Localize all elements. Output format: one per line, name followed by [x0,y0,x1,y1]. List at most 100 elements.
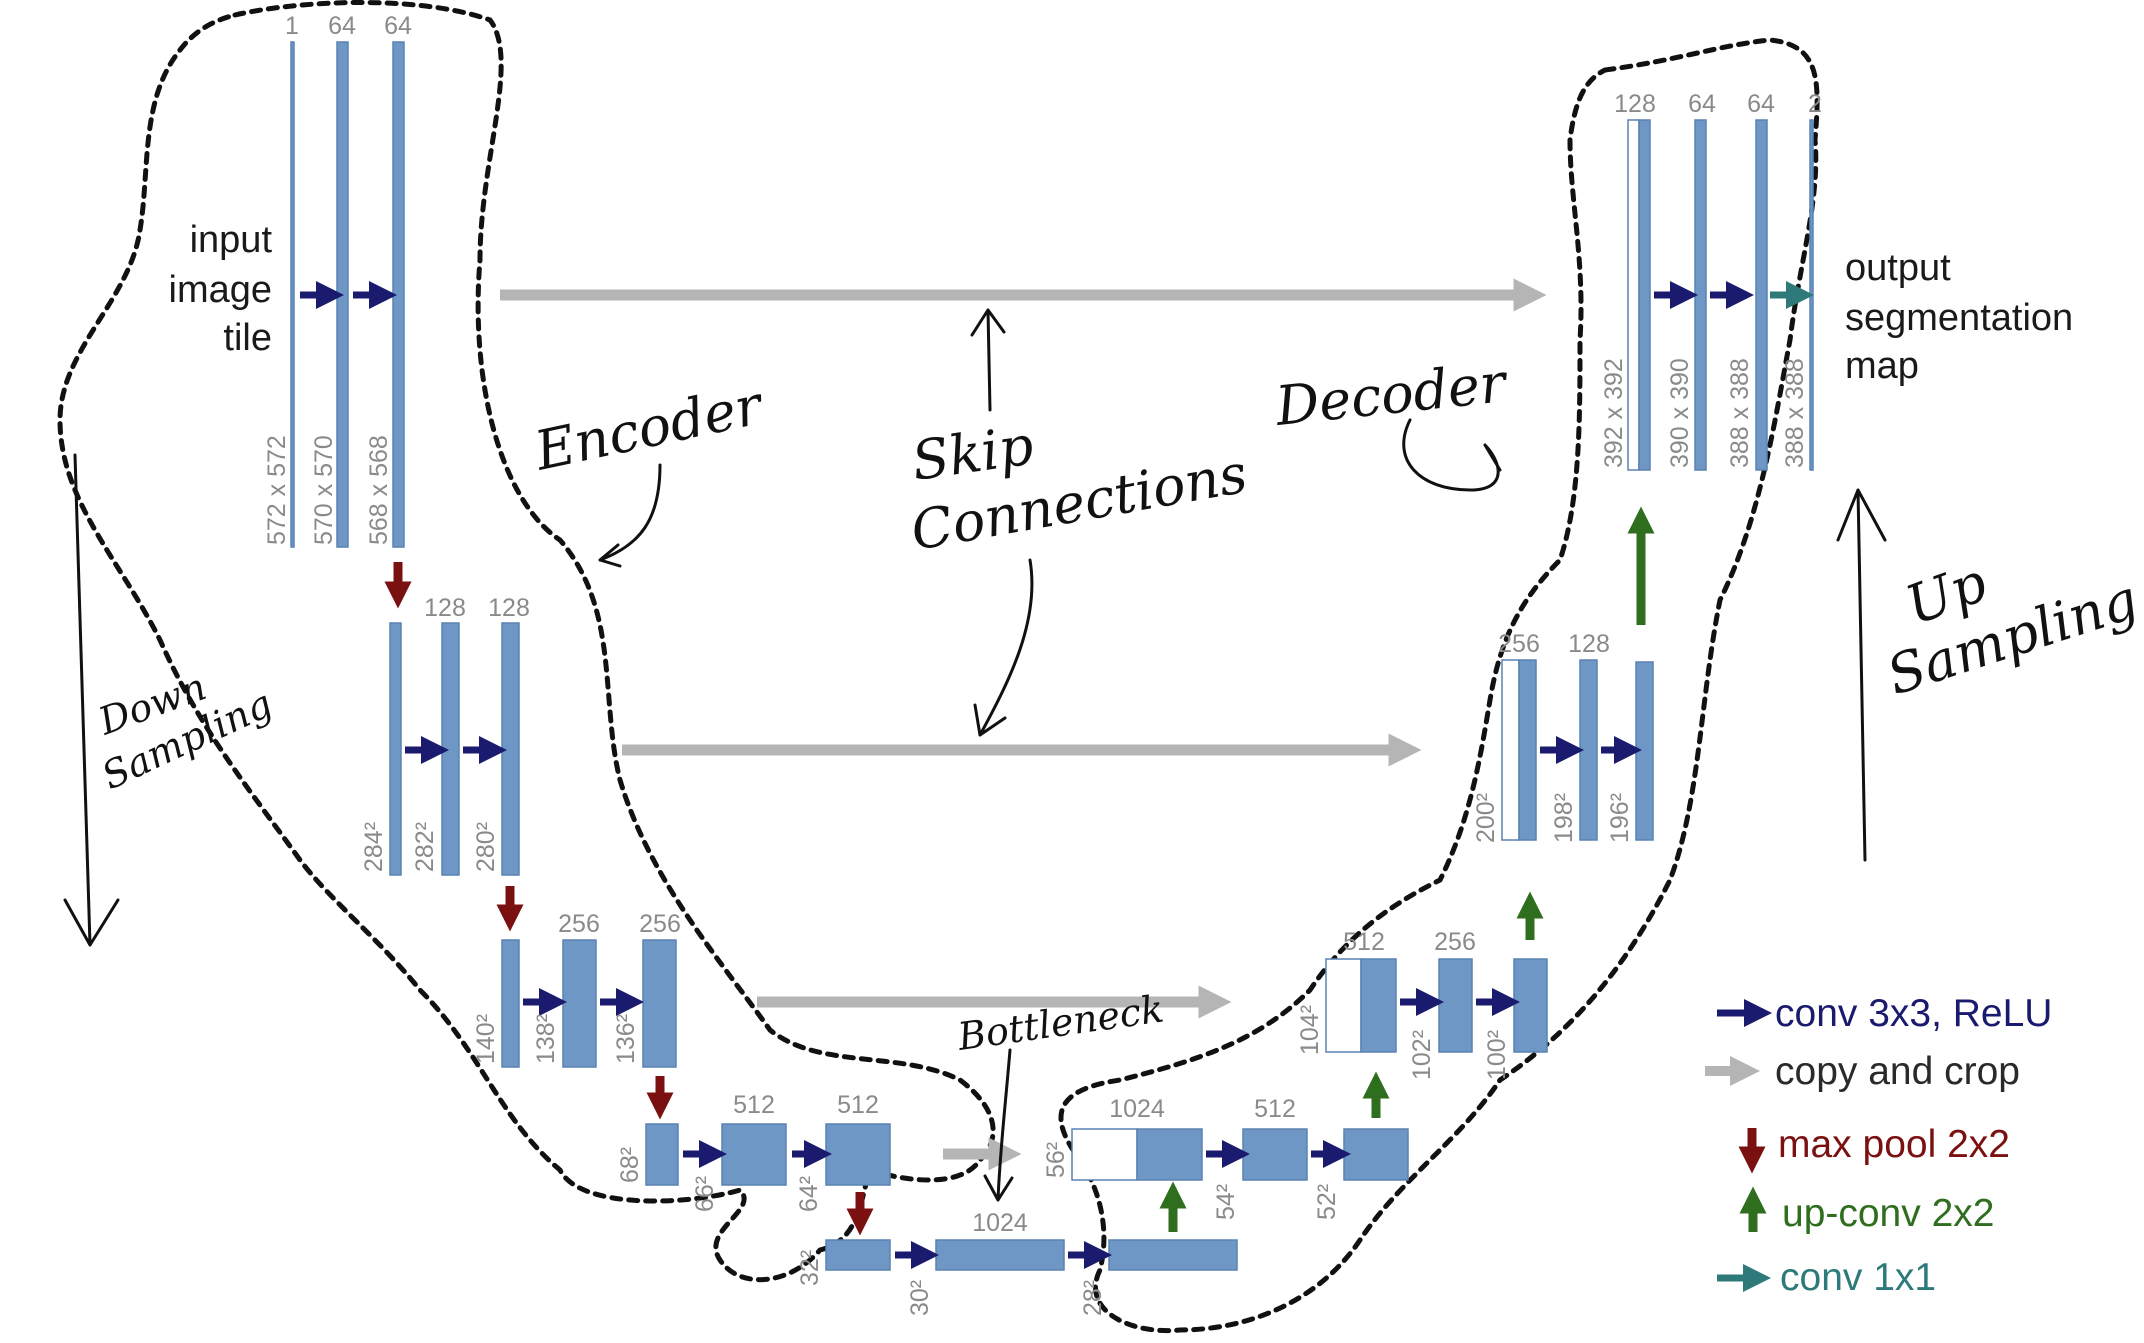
legend-conv1x1-label: conv 1x1 [1780,1256,1936,1299]
encoder-l2-size-3: 280² [472,822,500,872]
decoder-l3-block-3 [1513,958,1548,1053]
encoder-l3-size-1: 140² [472,1014,500,1064]
decoder-l1-copied-block [1627,119,1640,471]
bottleneck-block-2 [935,1239,1065,1271]
encoder-l4-size-3: 64² [795,1176,823,1212]
decoder-l4-block-3 [1343,1128,1409,1181]
decoder-l3-size-2: 102² [1408,1030,1436,1080]
encoder-l4-block-2 [721,1123,787,1186]
decoder-l1-size-1: 392 x 392 [1600,358,1628,468]
decoder-l3-block-2 [1438,958,1473,1053]
decoder-l4-block-2 [1242,1128,1308,1181]
encoder-l4-block-1 [645,1123,679,1186]
decoder-l2-size-3: 196² [1606,793,1634,843]
decoder-l3-size-1: 104² [1296,1005,1324,1055]
decoder-l4-block-1 [1136,1128,1203,1181]
decoder-l4-size-1: 56² [1042,1142,1070,1178]
encoder-l2-block-2 [441,622,460,876]
decoder-outline [1058,37,1820,1334]
decoder-curl-icon [1402,418,1502,492]
output-label-line3: map [1845,345,1919,387]
output-label-line2: segmentation [1845,297,2073,339]
decoder-l4-size-3: 52² [1313,1184,1341,1220]
decoder-l1-output-block [1809,119,1814,471]
decoder-l1-size-2: 390 x 390 [1666,358,1694,468]
encoder-l1-block-3 [392,41,405,548]
decoder-l2-block-1 [1518,659,1537,841]
encoder-l3-channel-2: 256 [639,910,681,938]
decoder-l1-size-4: 388 x 388 [1781,358,1809,468]
encoder-annotation: Encoder [529,373,770,483]
input-label-line2: image [169,269,273,311]
decoder-l4-channel-1: 1024 [1109,1095,1165,1123]
encoder-l2-block-3 [501,622,520,876]
encoder-outline [57,0,996,1283]
decoder-l2-block-3 [1635,661,1654,841]
bottleneck-size-3: 28² [1079,1280,1107,1316]
encoder-l1-channel-3: 64 [384,12,412,40]
bottleneck-block-1 [825,1239,891,1271]
decoder-l4-size-2: 54² [1212,1184,1240,1220]
encoder-l2-channel-2: 128 [488,594,530,622]
encoder-l2-size-1: 284² [360,822,388,872]
decoder-l2-channel-2: 128 [1568,630,1610,658]
decoder-l1-channel-1: 128 [1614,90,1656,118]
decoder-l3-copied-block [1325,958,1362,1053]
bottleneck-block-3 [1108,1239,1238,1271]
decoder-l2-size-2: 198² [1550,793,1578,843]
decoder-l1-block-3 [1755,119,1768,471]
legend-upconv-label: up-conv 2x2 [1782,1192,1994,1235]
decoder-l1-channel-2: 64 [1688,90,1716,118]
decoder-annotation: Decoder [1272,351,1512,438]
encoder-l4-size-2: 66² [691,1176,719,1212]
encoder-l3-size-2: 138² [532,1014,560,1064]
downsampling-arrow-icon [63,453,120,947]
decoder-l1-channel-3: 64 [1747,90,1775,118]
decoder-l3-channel-1: 512 [1343,928,1385,956]
encoder-l1-channel-2: 64 [328,12,356,40]
skip-up-arrow-icon [970,308,1006,412]
decoder-l4-copied-block [1071,1128,1138,1181]
decoder-l1-size-3: 388 x 388 [1726,358,1754,468]
encoder-l1-channel-1: 1 [285,12,299,40]
encoder-l3-size-3: 136² [612,1014,640,1064]
decoder-l3-block-1 [1360,958,1397,1053]
encoder-l3-block-1 [501,939,520,1068]
encoder-l4-size-1: 68² [616,1147,644,1183]
encoder-l1-block-2 [336,41,349,548]
encoder-l1-size-1: 572 x 572 [263,435,291,545]
decoder-l2-block-2 [1579,659,1598,841]
bottleneck-size-1: 32² [796,1250,824,1286]
decoder-l3-size-3: 100² [1483,1030,1511,1080]
skip-down-arrow-icon [973,558,1034,737]
bottleneck-channel: 1024 [972,1209,1028,1237]
encoder-l1-size-2: 570 x 570 [310,435,338,545]
upsampling-arrow-icon [1836,488,1887,862]
encoder-curl-icon [598,463,662,568]
input-label-line3: tile [223,317,272,359]
bottleneck-arrow-icon [983,1048,1014,1202]
legend-copy-label: copy and crop [1775,1050,2020,1093]
encoder-l3-block-3 [642,939,677,1068]
decoder-l2-copied-block [1501,659,1520,841]
output-label-line1: output [1845,247,1951,289]
legend: conv 3x3, ReLU copy and crop max pool 2x… [1705,992,2052,1299]
legend-conv-label: conv 3x3, ReLU [1775,992,2052,1035]
encoder-l4-channel-2: 512 [837,1091,879,1119]
encoder-l2-size-2: 282² [411,822,439,872]
encoder-l3-block-2 [562,939,597,1068]
encoder-l1-size-3: 568 x 568 [365,435,393,545]
encoder-l4-block-3 [825,1123,891,1186]
legend-pool-label: max pool 2x2 [1778,1123,2010,1166]
decoder-l2-size-1: 200² [1472,793,1500,843]
decoder-l3-channel-2: 256 [1434,928,1476,956]
decoder-l1-block-1 [1638,119,1651,471]
encoder-l4-channel-1: 512 [733,1091,775,1119]
decoder-l1-channel-4: 2 [1808,90,1822,118]
decoder-l4-channel-2: 512 [1254,1095,1296,1123]
encoder-l3-channel-1: 256 [558,910,600,938]
decoder-l1-block-2 [1694,119,1707,471]
encoder-l1-block-1 [290,41,295,548]
encoder-l2-block-1 [389,622,402,876]
